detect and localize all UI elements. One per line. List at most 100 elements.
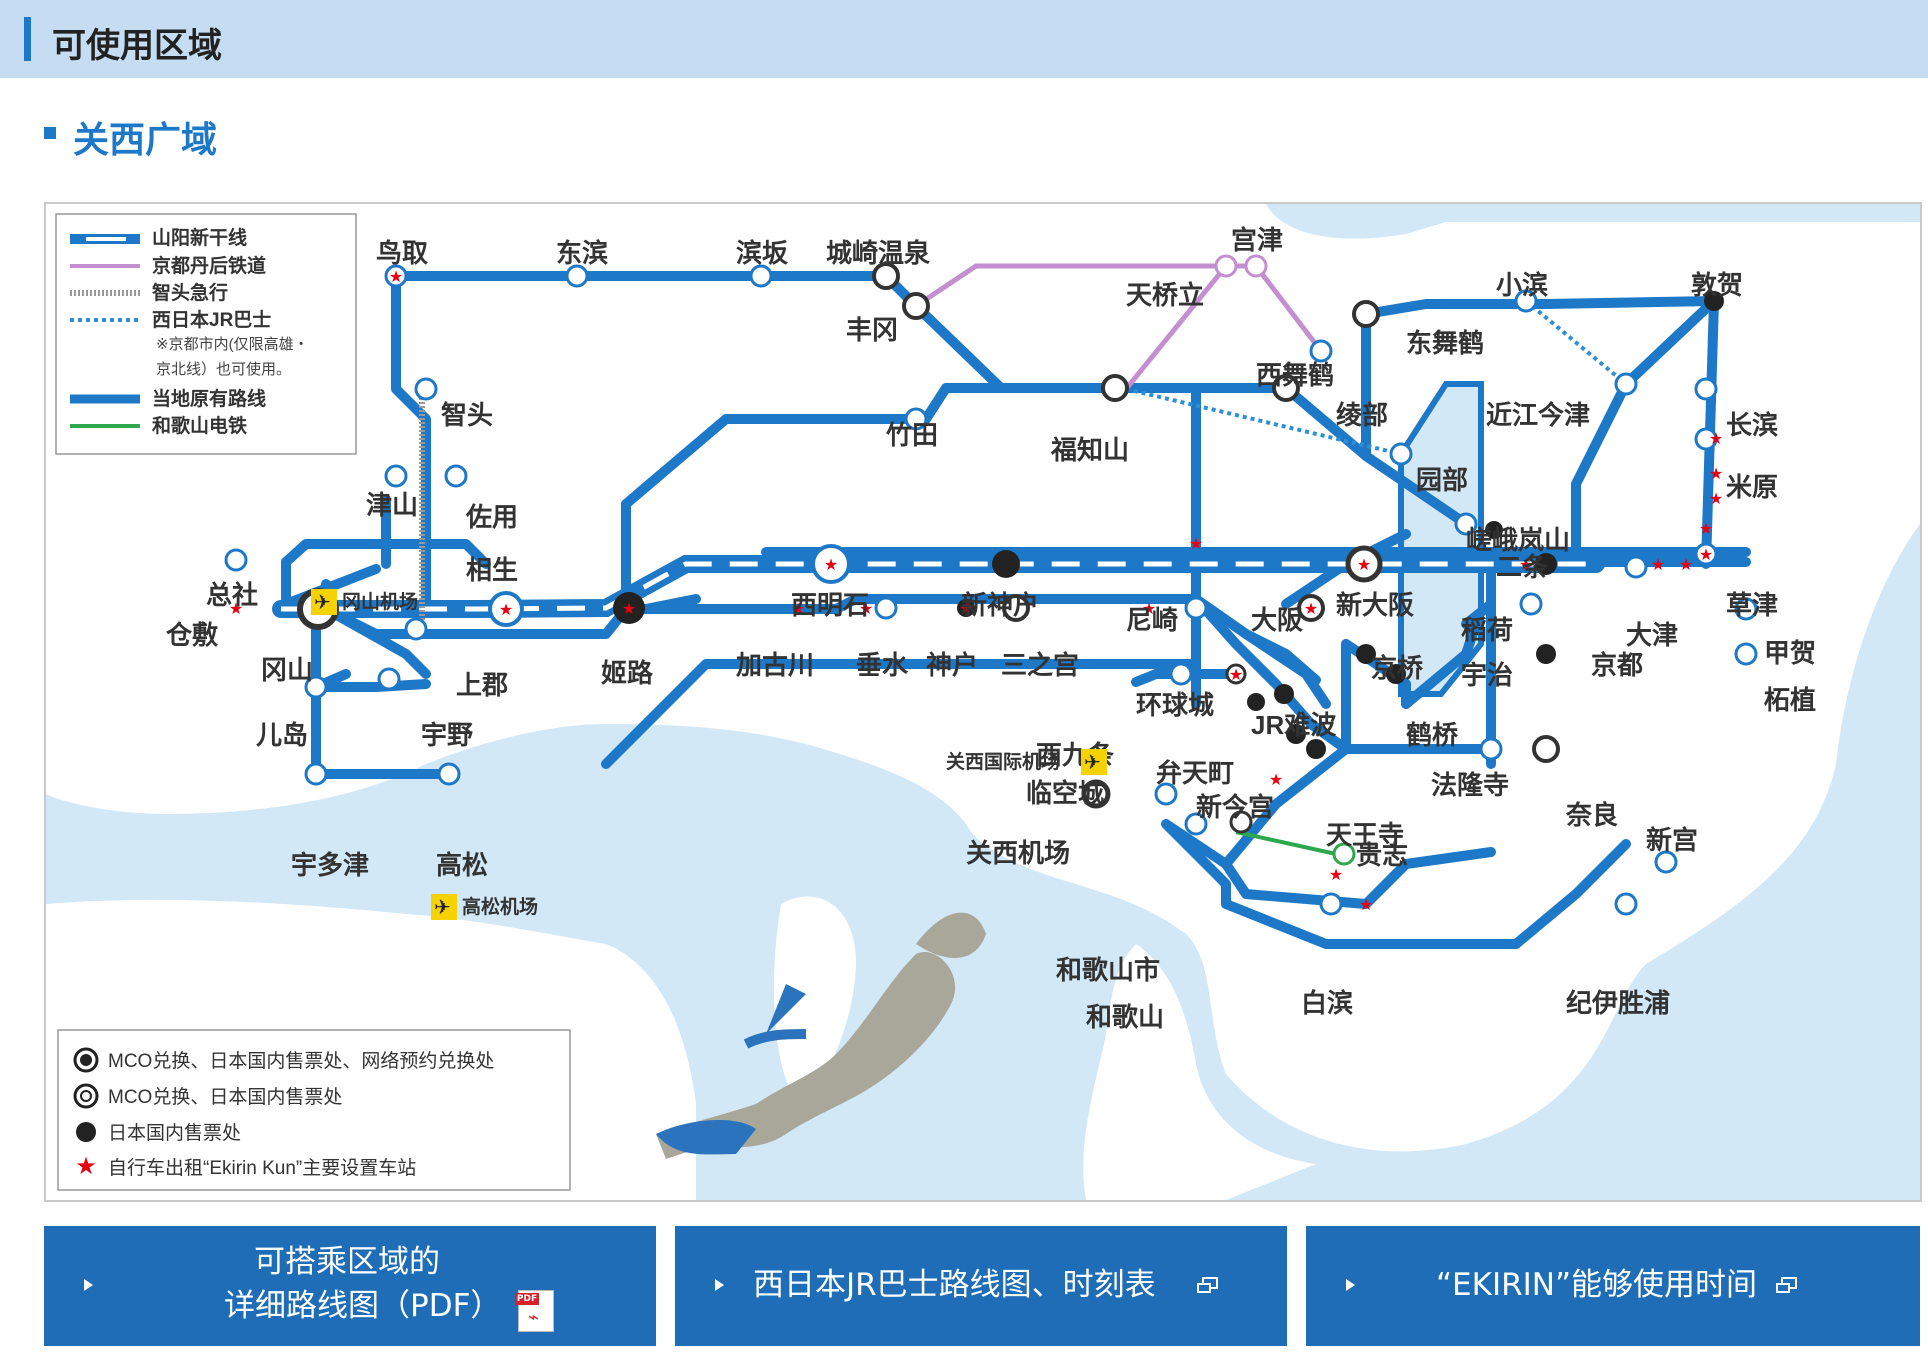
station-label: 东舞鹤	[1406, 328, 1484, 358]
jr-bus-route-2	[1524, 299, 1628, 386]
station-label: 嵯峨岚山	[1466, 525, 1570, 555]
button-label-line1: 可搭乘区域的	[254, 1244, 440, 1280]
svg-text:★: ★	[1142, 601, 1156, 618]
airplane-icon	[311, 589, 337, 615]
legend-label: 山阳新干线	[152, 226, 247, 249]
button-label: “EKIRIN”能够使用时间	[1436, 1267, 1758, 1303]
station-label: 姬路	[601, 658, 654, 688]
wakayama-electric	[1235, 830, 1337, 856]
svg-text:★: ★	[1229, 667, 1243, 684]
station-label: 草津	[1726, 590, 1778, 620]
legend-marker-label: 自行车出租“Ekirin Kun”主要设置车站	[108, 1157, 416, 1179]
station-label: 津山	[366, 490, 418, 520]
svg-text:✈: ✈	[434, 897, 451, 919]
station-label: 相生	[466, 555, 518, 585]
svg-text:★: ★	[1699, 521, 1713, 538]
station-label: 仓敷	[165, 620, 219, 650]
svg-text:★: ★	[1679, 557, 1693, 574]
station-label: 佐用	[465, 502, 518, 532]
station-label: 二条	[1496, 552, 1549, 582]
legend-label: 京都丹后铁道	[152, 254, 266, 277]
legend-label: 当地原有路线	[152, 387, 266, 410]
svg-text:★: ★	[1329, 867, 1343, 884]
station-label: 奈良	[1565, 800, 1618, 830]
line-legend: 山阳新干线 京都丹后铁道 智头急行 西日本JR巴士 ※京都市内(仅限高雄・ 京北…	[55, 213, 357, 455]
station-label: 加古川	[736, 650, 814, 680]
rail-map: ★★★ ★★★ ★★★ ★★★ ★★★ ★★★ ★★★ ★★★ ★ 鸟取 东滨 …	[44, 202, 1922, 1202]
legend-label: 和歌山电铁	[152, 414, 247, 437]
svg-text:★: ★	[959, 601, 973, 618]
arrow-right-icon	[84, 1279, 93, 1291]
section-title: 可使用区域	[52, 26, 222, 66]
subsection-bullet-icon	[44, 127, 56, 139]
station-label: 滨坂	[736, 238, 789, 268]
svg-text:★: ★	[1709, 491, 1723, 508]
station-label: 敦贺	[1691, 270, 1743, 300]
arrow-right-icon	[1346, 1279, 1355, 1291]
button-label: 西日本JR巴士路线图、时刻表	[753, 1267, 1156, 1303]
station-label: 总社	[206, 580, 258, 610]
arrow-right-icon	[715, 1279, 724, 1291]
svg-text:✈: ✈	[1084, 752, 1101, 774]
station-label: 竹田	[885, 420, 938, 450]
station-label: 宇多津	[291, 850, 369, 880]
svg-text:✈: ✈	[314, 592, 331, 614]
station-label: 长滨	[1726, 410, 1778, 440]
station-symbols	[224, 254, 1758, 916]
station-label: 上郡	[456, 670, 508, 700]
svg-text:★: ★	[499, 602, 513, 619]
legend-note: ※京都市内(仅限高雄・	[156, 336, 309, 353]
station-label: 白滨	[1301, 988, 1353, 1018]
station-label: 宇野	[421, 720, 473, 750]
svg-text:★: ★	[791, 601, 805, 618]
jr-bus-route-timetable-button[interactable]: 西日本JR巴士路线图、时刻表	[675, 1226, 1287, 1346]
station-label: 西明石	[791, 590, 869, 620]
station-label: 宇治	[1461, 660, 1513, 690]
airport-label: 关西国际机场	[946, 750, 1060, 773]
legend-label: 西日本JR巴士	[152, 308, 271, 331]
station-label: 高松	[436, 850, 488, 880]
svg-text:★: ★	[1357, 557, 1371, 574]
svg-text:★: ★	[229, 601, 243, 618]
japan-inset-map	[656, 912, 986, 1159]
station-label: 天桥立	[1126, 280, 1204, 310]
station-label: 临空城	[1026, 778, 1104, 808]
station-label: 新神户	[961, 590, 1039, 620]
section-header: 可使用区域	[0, 0, 1928, 78]
svg-text:★: ★	[1699, 547, 1713, 564]
station-label: 近江今津	[1486, 400, 1590, 430]
airplane-icon	[1081, 749, 1107, 775]
svg-text:★: ★	[1359, 897, 1373, 914]
station-label: 京都	[1591, 650, 1643, 680]
legend-marker-label: 日本国内售票处	[108, 1122, 241, 1144]
station-label: 柘植	[1764, 685, 1816, 715]
legend-marker-label: MCO兑换、日本国内售票处	[108, 1086, 342, 1108]
black-dot-icon	[76, 1122, 96, 1142]
svg-text:★: ★	[1189, 536, 1203, 553]
svg-text:★: ★	[824, 557, 838, 574]
station-label: 大阪	[1251, 605, 1303, 635]
station-label: 新大阪	[1336, 590, 1414, 620]
airport-label: 冈山机场	[342, 591, 418, 613]
station-label: 东滨	[556, 238, 608, 268]
ekirin-hours-button[interactable]: “EKIRIN”能够使用时间	[1306, 1226, 1920, 1346]
airport-label: 高松机场	[462, 895, 538, 918]
svg-text:★: ★	[1651, 557, 1665, 574]
detailed-route-pdf-button[interactable]: 可搭乘区域的 详细路线图（PDF） PDF⌁	[44, 1226, 656, 1346]
shinkansen-line	[272, 555, 1605, 618]
land-awaji	[773, 896, 856, 1104]
station-label: 弁天町	[1156, 758, 1234, 788]
station-label: 京桥	[1371, 653, 1424, 683]
station-label: 环球城	[1136, 690, 1214, 720]
station-label: JR难波	[1251, 710, 1337, 740]
airport-markers: ✈ 冈山机场 ✈ 关西国际机场 ✈ 高松机场	[311, 589, 1107, 920]
land-kii	[1083, 944, 1316, 1200]
external-link-icon	[1197, 1277, 1218, 1293]
station-label: 神户	[926, 650, 978, 680]
station-label: 新今宫	[1196, 792, 1274, 822]
svg-text:★: ★	[1519, 557, 1533, 574]
station-label: 鹤桥	[1406, 720, 1459, 750]
svg-text:★: ★	[1304, 601, 1318, 618]
svg-text:★: ★	[622, 601, 636, 618]
station-label: 和歌山	[1086, 1002, 1164, 1032]
